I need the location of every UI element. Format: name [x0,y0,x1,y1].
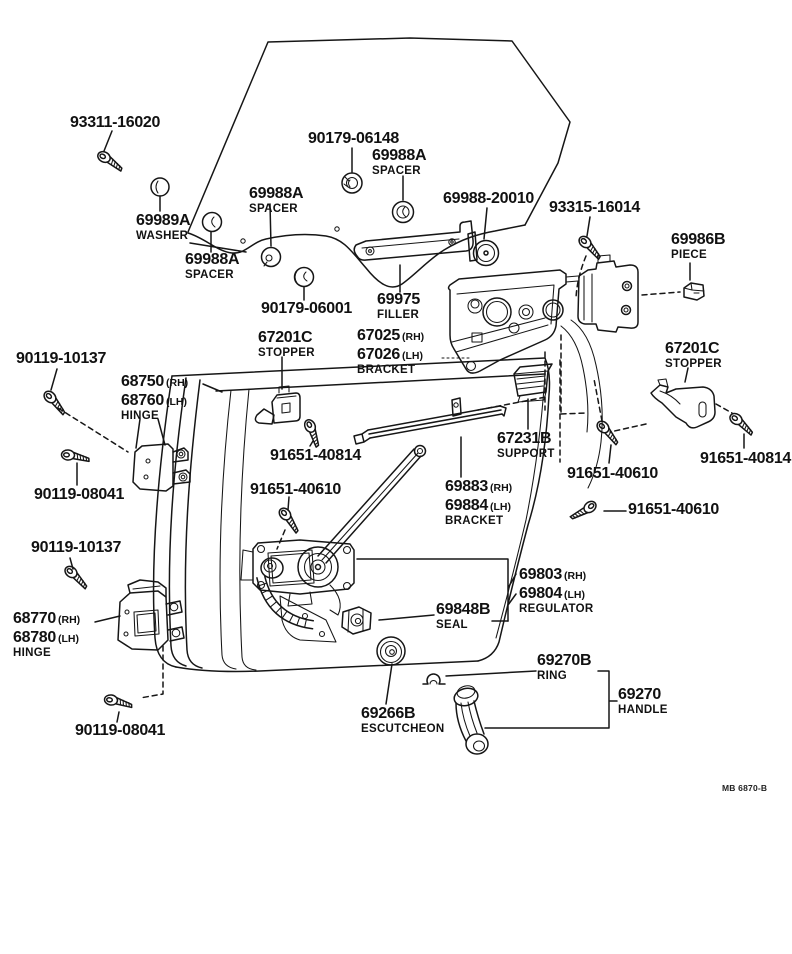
label-69803: 69803(RH) [519,566,587,583]
screw-90119-08041-upper [60,448,91,463]
label-68750: 68750(RH) [121,373,189,390]
label-91651-40610-left: 91651-40610 [250,481,342,498]
spacer-69988A-c [391,200,415,224]
screw-91651-40610-left [276,505,304,535]
spacer-69988A-a [201,211,223,233]
washer-69988-20010 [472,239,500,267]
label-93315-16014: 93315-16014 [549,199,641,216]
stopper-left-67201C [254,385,301,425]
door-panel [152,357,551,673]
label-90119-10137-lower: 90119-10137 [31,539,122,556]
label-67026: 67026(LH)BRACKET [357,346,423,376]
washer-69989A [150,177,170,197]
dashed-lines [57,255,733,699]
label-91651-40814-left: 91651-40814 [270,447,362,464]
window-glass [187,37,571,288]
label-69883: 69883(RH) [445,478,513,495]
grommet-90179-06001 [293,266,315,288]
label-90119-08041-lower: 90119-08041 [75,722,166,739]
label-90179-06148: 90179-06148 [308,130,400,147]
bracket-67025 [447,269,579,374]
label-68770: 68770(RH) [13,610,81,627]
stopper-right-67201C [650,378,716,429]
screw-91651-40610-right-lower [569,498,599,525]
screw-91651-40814-left [301,417,326,449]
leader-lines [50,130,745,729]
screw-90119-08041-lower [103,693,134,709]
label-69988-20010: 69988-20010 [443,190,535,207]
label-68760: 68760(LH)HINGE [121,392,187,422]
label-90119-08041-upper: 90119-08041 [34,486,125,503]
pillar-bracket [577,254,639,333]
hinge-upper-68750 [132,443,191,492]
screw-93311-16020 [95,148,127,173]
spacer-69988A-b [260,246,282,268]
label-90179-06001: 90179-06001 [261,300,353,317]
label-69804: 69804(LH)REGULATOR [519,585,594,615]
seal-nut-69848B [341,606,372,635]
label-90119-10137-upper: 90119-10137 [16,350,107,367]
grommet-90179-06148 [341,172,363,194]
escutcheon-69266B [376,636,406,666]
gear-sector [256,575,337,643]
regulator-69803 [240,444,427,616]
label-69884: 69884(LH)BRACKET [445,497,511,527]
label-91651-40610-right-upper: 91651-40610 [567,465,659,482]
figure-code: MB 6870-B [722,783,768,793]
label-68780: 68780(LH)HINGE [13,629,79,659]
filler-69975 [353,220,478,262]
label-91651-40814-right: 91651-40814 [700,450,792,467]
screw-91651-40610-right-upper [594,418,624,446]
rail-69883 [353,397,507,445]
hinge-lower-68770 [117,579,185,651]
screw-90119-10137-lower [62,563,92,590]
piece-69986B [683,282,705,301]
handle-69270 [453,685,489,755]
ring-69270B [422,673,446,685]
screw-90119-10137-upper [41,388,71,416]
pillar-section [560,319,603,489]
support-67231B [513,363,553,403]
label-93311-16020: 93311-16020 [70,114,161,131]
label-91651-40610-right-lower: 91651-40610 [628,501,720,518]
label-67025: 67025(RH) [357,327,425,344]
screw-91651-40814-right [727,410,758,437]
